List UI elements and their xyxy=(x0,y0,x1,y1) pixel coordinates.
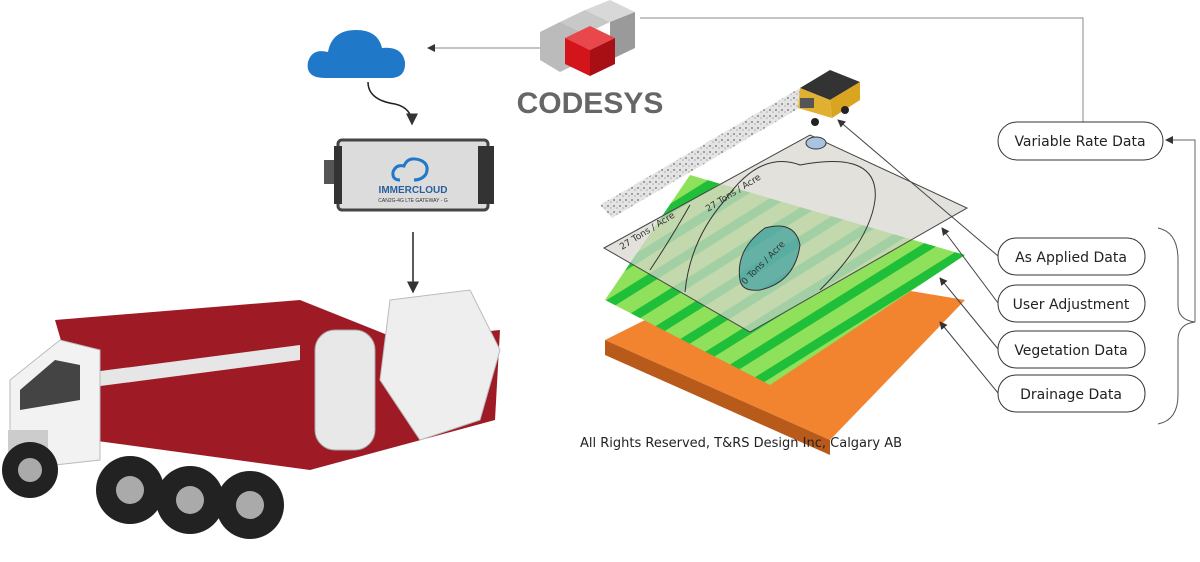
copyright-caption: All Rights Reserved, T&RS Design Inc, Ca… xyxy=(580,436,902,451)
variable-rate-data-box: Variable Rate Data xyxy=(997,121,1164,161)
as-applied-data-box: As Applied Data xyxy=(997,237,1146,276)
gateway-device: IMMERCLOUD CAN2G-4G LTE GATEWAY - G xyxy=(324,138,494,212)
drainage-data-label: Drainage Data xyxy=(1020,387,1122,403)
pond xyxy=(805,136,827,150)
immercloud-logo-icon xyxy=(391,157,429,182)
small-dump-truck-icon xyxy=(798,70,860,126)
variable-rate-to-codesys-line xyxy=(640,17,1084,122)
vegetation-data-label: Vegetation Data xyxy=(1014,343,1127,359)
brace xyxy=(1157,227,1196,425)
user-adjustment-label: User Adjustment xyxy=(1013,297,1130,313)
vegetation-data-box: Vegetation Data xyxy=(997,330,1146,369)
cloud-icon xyxy=(307,30,406,78)
codesys-text: CODESYS xyxy=(517,87,664,120)
codesys-logo: CODESYS xyxy=(517,0,664,120)
drainage-data-box: Drainage Data xyxy=(997,374,1146,413)
zone-boundary-mid xyxy=(684,161,876,293)
user-adjustment-box: User Adjustment xyxy=(997,284,1146,323)
zone-boundary-left xyxy=(649,204,691,271)
gateway-brand: IMMERCLOUD xyxy=(379,185,448,196)
as-applied-data-label: As Applied Data xyxy=(1015,250,1127,266)
spreader-truck-image xyxy=(2,289,501,539)
gateway-model: CAN2G-4G LTE GATEWAY - G xyxy=(378,198,448,204)
cloud-to-gateway-arrow xyxy=(367,81,418,126)
drainage-layer-side xyxy=(605,340,830,455)
layer-arrows xyxy=(837,119,999,394)
brace-to-variable-rate-arrow xyxy=(1165,136,1196,322)
zone-zero xyxy=(738,225,801,291)
applied-path xyxy=(600,88,808,218)
variable-rate-data-label: Variable Rate Data xyxy=(1014,134,1145,150)
